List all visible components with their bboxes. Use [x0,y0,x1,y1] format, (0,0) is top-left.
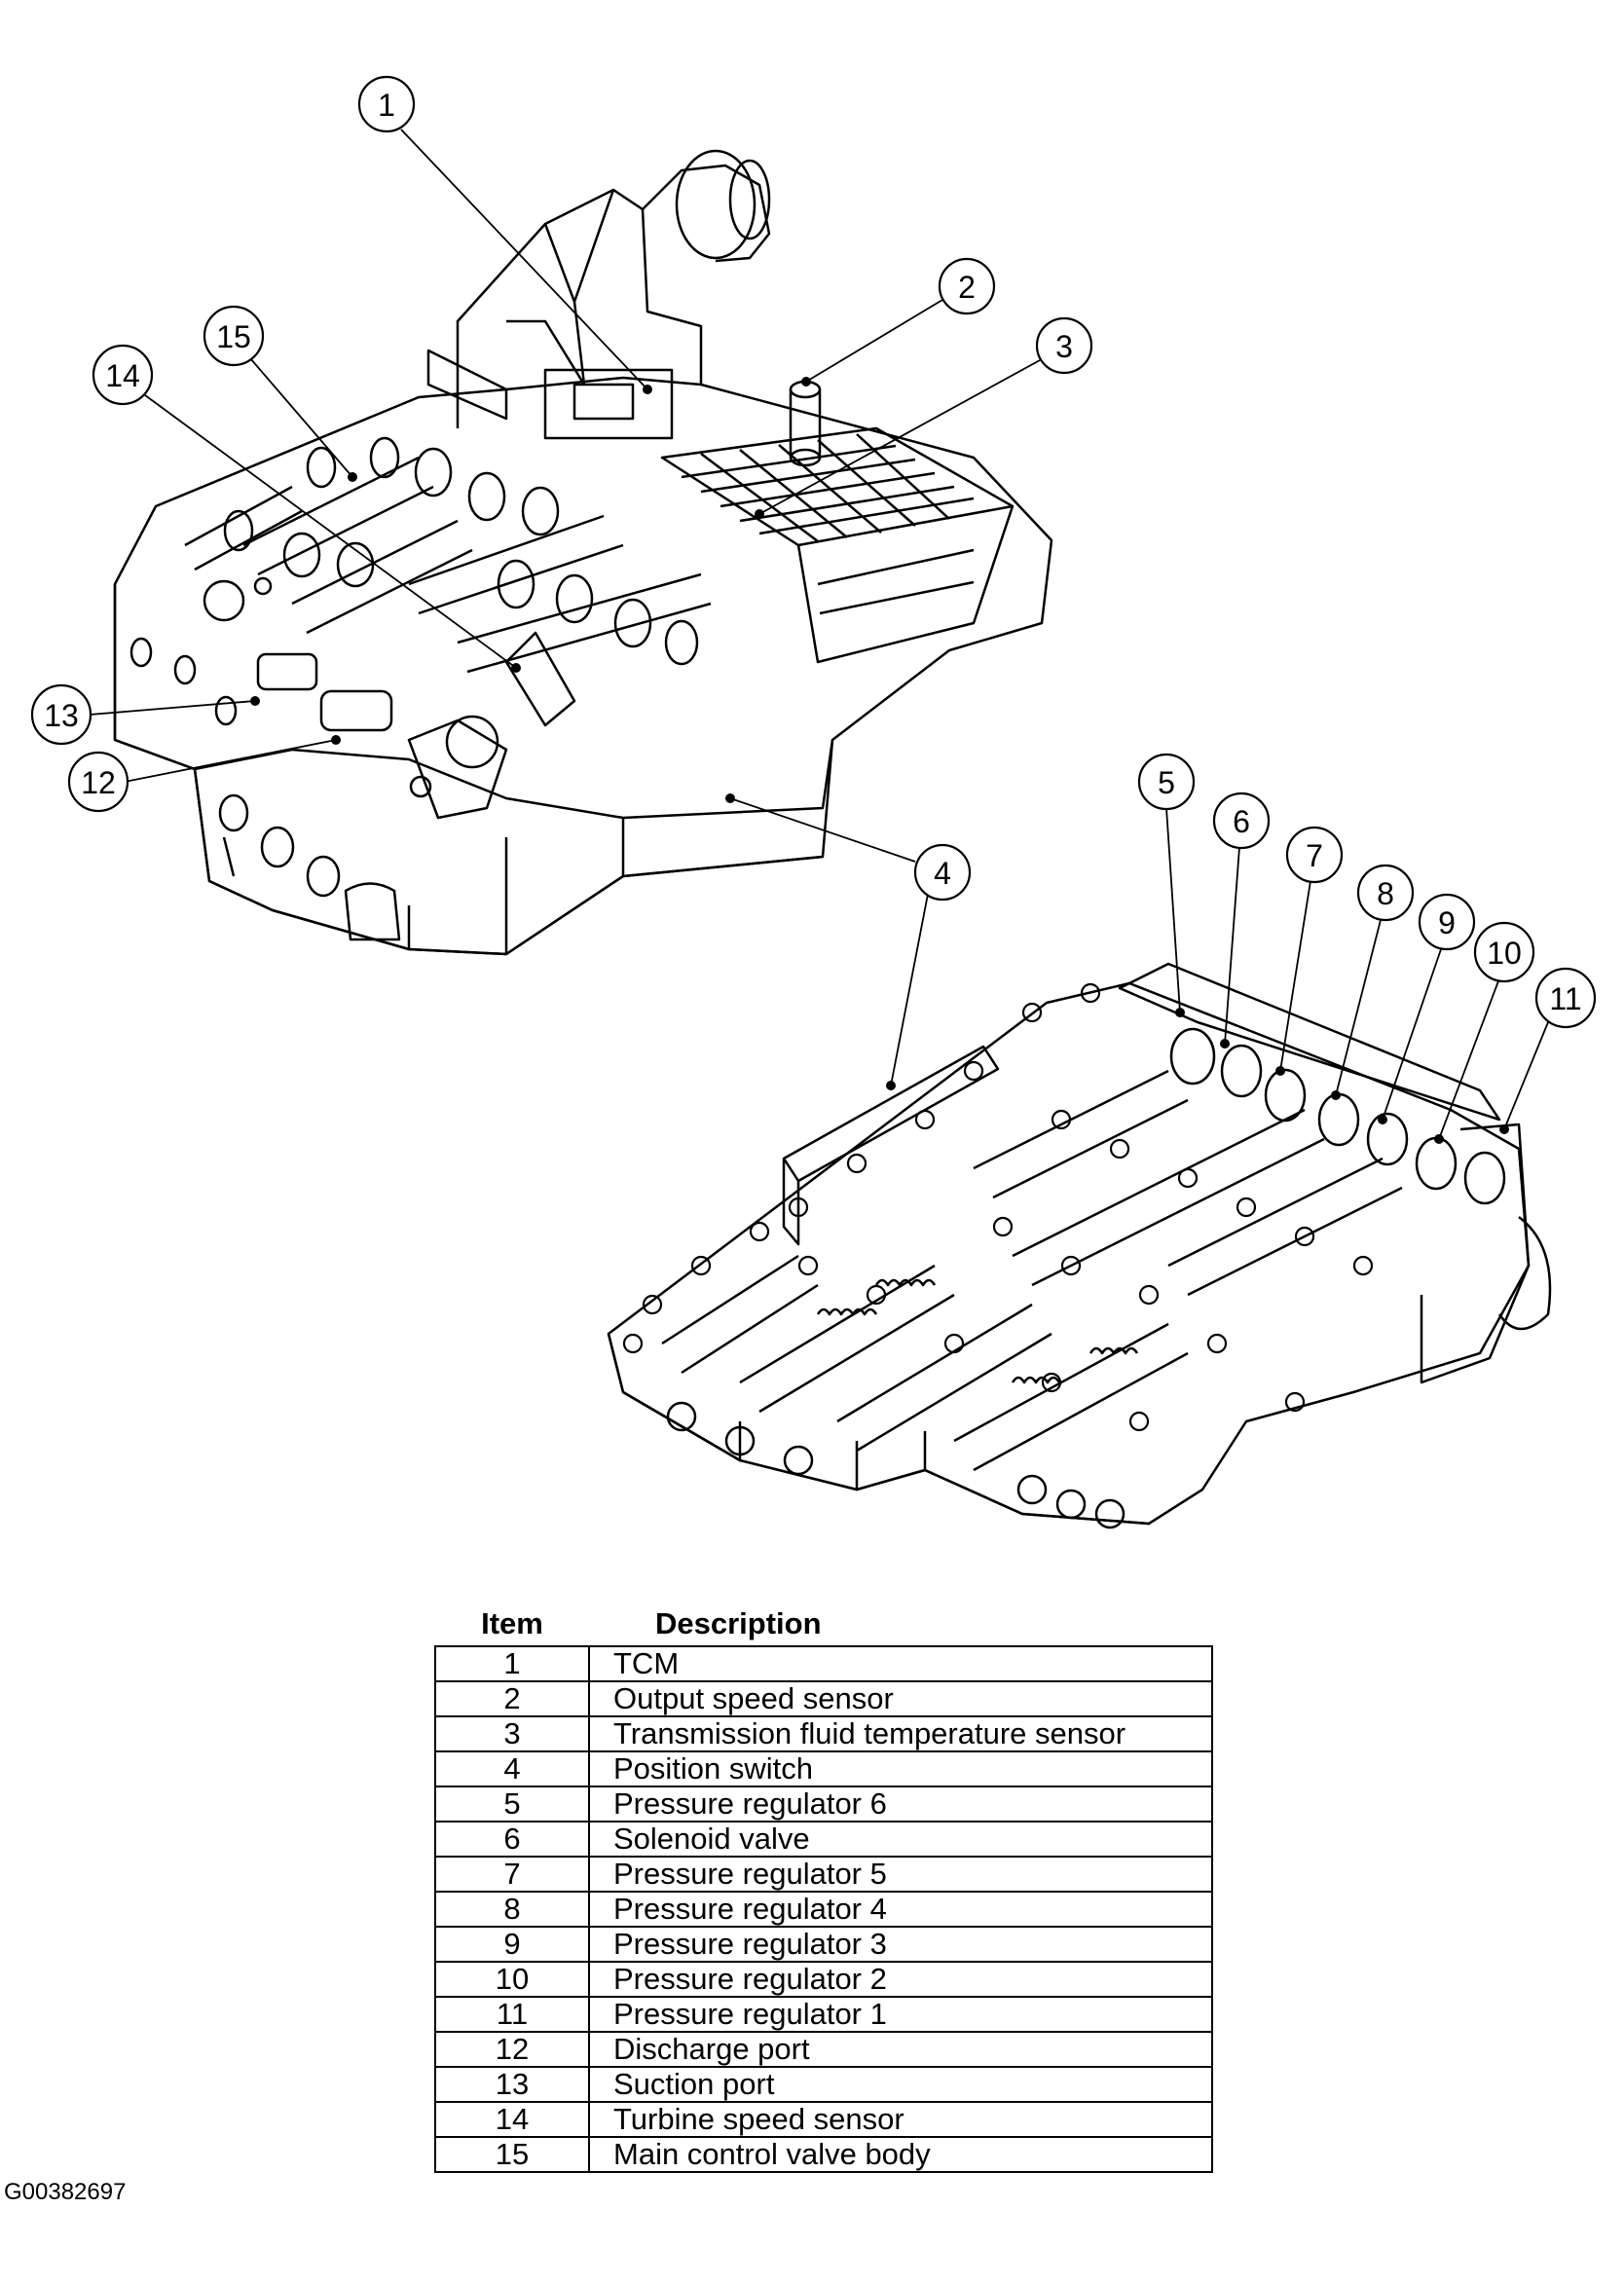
item-number: 11 [434,1996,590,2033]
svg-text:10: 10 [1487,936,1522,971]
item-number: 4 [434,1750,590,1787]
item-number: 9 [434,1926,590,1963]
upper-valve-body-drawing [113,149,1053,956]
item-description: Pressure regulator 3 [588,1926,1213,1963]
item-description: Pressure regulator 6 [588,1786,1213,1823]
callout-11: 11 [1534,967,1597,1029]
callout-3: 3 [1035,316,1093,375]
callout-13: 13 [30,683,92,746]
svg-text:13: 13 [44,698,79,733]
item-description: Turbine speed sensor [588,2101,1213,2138]
item-description: Pressure regulator 4 [588,1891,1213,1928]
callout-5: 5 [1137,753,1196,811]
svg-text:11: 11 [1549,981,1581,1016]
item-description: Position switch [588,1750,1213,1787]
legend-header-row: Item Description [435,1602,1212,1646]
item-description: Solenoid valve [588,1821,1213,1858]
item-number: 8 [434,1891,590,1928]
callout-8: 8 [1356,864,1415,922]
item-number: 7 [434,1856,590,1893]
item-number: 10 [434,1961,590,1998]
svg-text:15: 15 [216,319,251,354]
svg-text:5: 5 [1158,765,1175,800]
item-number: 1 [434,1645,590,1682]
callout-6: 6 [1212,792,1271,850]
leader-lines [89,129,1549,1144]
callout-2: 2 [938,257,996,315]
svg-text:2: 2 [958,270,976,305]
svg-text:9: 9 [1438,905,1456,940]
legend-header-item: Item [481,1606,543,1640]
svg-text:6: 6 [1233,804,1250,839]
item-number: 15 [434,2136,590,2173]
callout-14: 14 [92,344,154,406]
item-number: 2 [434,1680,590,1717]
callout-12: 12 [67,751,129,813]
item-number: 12 [434,2031,590,2068]
callout-15: 15 [203,305,265,367]
item-description: Pressure regulator 1 [588,1996,1213,2033]
item-description: Output speed sensor [588,1680,1213,1717]
item-description: Pressure regulator 5 [588,1856,1213,1893]
item-number: 13 [434,2066,590,2103]
item-number: 3 [434,1715,590,1752]
item-description: Discharge port [588,2031,1213,2068]
callout-9: 9 [1418,893,1476,951]
svg-text:8: 8 [1377,876,1394,911]
item-description: Transmission fluid temperature sensor [588,1715,1213,1752]
legend-header-description: Description [655,1606,822,1640]
item-description: TCM [588,1645,1213,1682]
item-description: Pressure regulator 2 [588,1961,1213,1998]
callout-10: 10 [1473,921,1535,983]
callout-1: 1 [357,75,416,133]
item-number: 14 [434,2101,590,2138]
callout-4: 4 [913,843,972,902]
item-description: Main control valve body [588,2136,1213,2173]
svg-text:4: 4 [934,856,951,891]
figure-id: G00382697 [4,2179,127,2205]
item-number: 6 [434,1821,590,1858]
svg-text:1: 1 [378,88,395,123]
item-number: 5 [434,1786,590,1823]
svg-text:7: 7 [1306,838,1323,873]
svg-text:14: 14 [105,358,140,393]
svg-text:12: 12 [81,765,116,800]
svg-text:3: 3 [1055,329,1073,364]
callout-7: 7 [1285,826,1344,884]
lower-valve-body-drawing [607,962,1552,1529]
item-description: Suction port [588,2066,1213,2103]
